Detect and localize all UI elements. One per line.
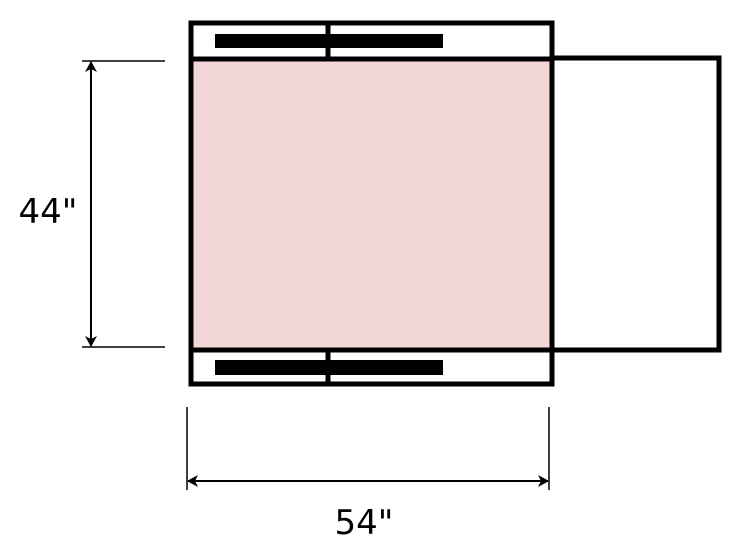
height-label: 44" <box>19 192 78 232</box>
width-label: 54" <box>335 503 394 543</box>
extension-panel <box>552 55 722 353</box>
shaded-panel <box>188 56 555 353</box>
